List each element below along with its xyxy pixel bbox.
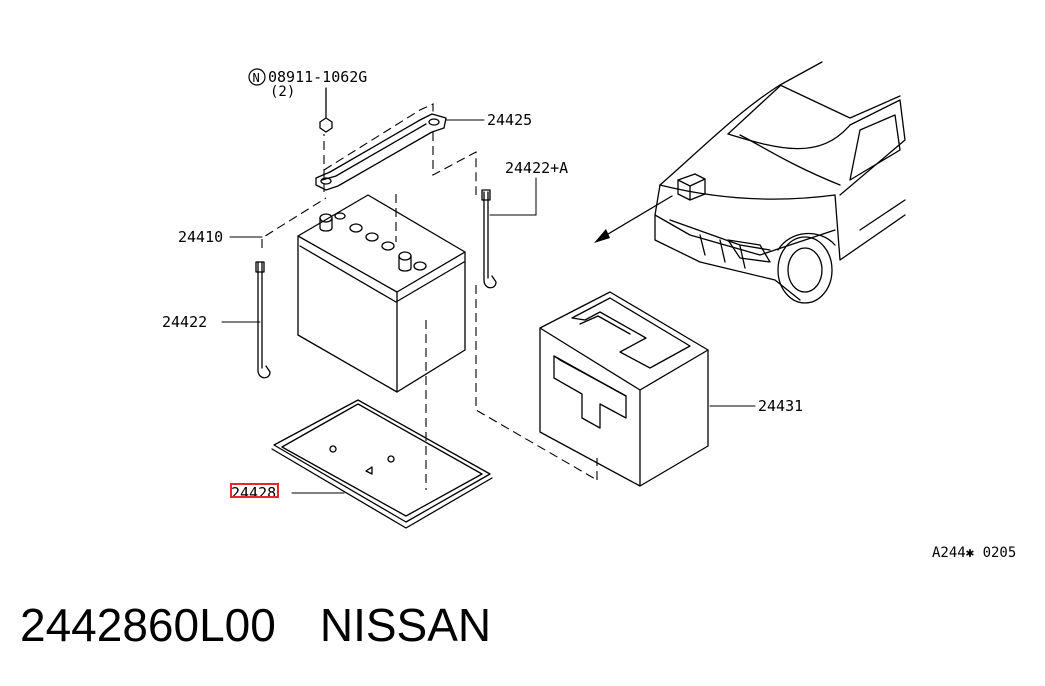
- brand-name: NISSAN: [319, 599, 492, 651]
- part-number: 2442860L00: [20, 599, 276, 651]
- nut: [319, 87, 333, 133]
- battery-clamp: [315, 113, 447, 191]
- arrow-head-icon: [594, 229, 610, 243]
- battery: [297, 194, 466, 393]
- battery-cover: [539, 291, 709, 487]
- vehicle-illustration: [597, 61, 906, 304]
- callout-nut-part[interactable]: 08911-1062G: [268, 68, 367, 86]
- callout-rod[interactable]: 24422: [162, 313, 207, 331]
- n-marker-letter: N: [253, 71, 260, 85]
- parts-diagram: N 08911-1062G (2) 24425 24422+A 24410 24…: [162, 61, 1016, 561]
- hold-down-rod: [255, 261, 271, 379]
- callout-nut-qty: (2): [270, 84, 295, 100]
- diagram-code: A244✱ 0205: [932, 545, 1016, 561]
- assembly-lines: [261, 103, 598, 490]
- battery-tray: [271, 399, 493, 529]
- callout-cover[interactable]: 24431: [758, 397, 803, 415]
- n-marker-icon: [248, 68, 266, 86]
- part-caption: 2442860L00 NISSAN: [20, 598, 491, 652]
- callout-clamp[interactable]: 24425: [487, 111, 532, 129]
- leader-lines: [221, 119, 756, 494]
- highlight-box: [230, 483, 279, 498]
- callout-tray[interactable]: 24428: [231, 484, 276, 502]
- callout-battery[interactable]: 24410: [178, 228, 223, 246]
- hold-down-rod-a: [481, 189, 497, 289]
- callout-rod-a[interactable]: 24422+A: [505, 159, 568, 177]
